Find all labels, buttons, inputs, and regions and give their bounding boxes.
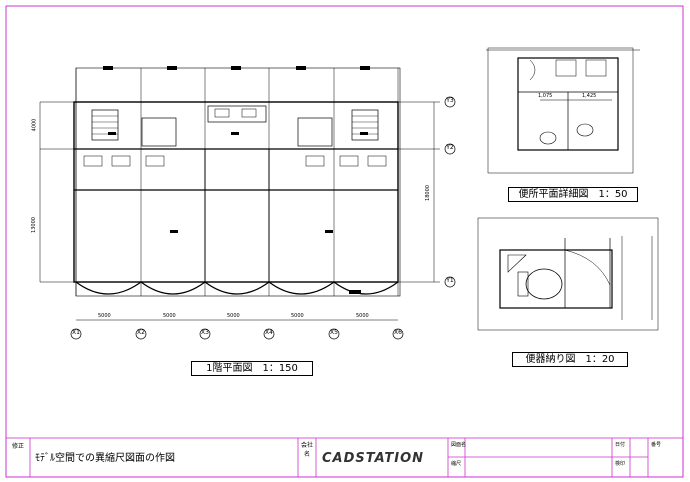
booth	[499, 249, 613, 309]
toilet-plan	[486, 47, 640, 174]
tb-field-drawing-name: 図面名	[451, 442, 467, 448]
tb-drawing-title: ﾓﾃﾞﾙ空間での異縮尺図面の作図	[35, 453, 175, 464]
kitchen-center	[207, 105, 267, 123]
caption-plan-1f: 1階平面図 1：150	[191, 361, 313, 376]
bay-arch-4	[268, 281, 335, 295]
bay-arch-2	[140, 281, 206, 295]
caption-toilet-plan: 便所平面詳細図 1：50	[508, 187, 638, 202]
axis-label-y3: Y3	[446, 97, 454, 104]
tb-field-number: 番号	[651, 442, 662, 448]
axis-label-x2: X2	[137, 329, 145, 336]
tb-brand-logo: CADSTATION	[322, 451, 425, 466]
plan-outline	[73, 101, 399, 283]
stair-left	[91, 109, 119, 141]
tb-field-check: 検印	[615, 461, 626, 467]
plan-1f	[39, 66, 440, 321]
dim-left-lower: 13000	[30, 217, 37, 233]
tb-company-label: 会社名	[300, 442, 313, 458]
bay-arch-3	[204, 281, 270, 295]
bay-arch-5	[333, 281, 399, 295]
toilet-layout-frame	[477, 217, 659, 331]
caption-toilet-layout: 便器納り図 1：20	[512, 352, 628, 367]
dim-bottom-2: 5000	[163, 313, 176, 319]
axis-label-y2: Y2	[446, 144, 454, 151]
axis-bubbles	[70, 96, 456, 340]
dim-bottom-5: 5000	[356, 313, 369, 319]
column-marks	[103, 66, 370, 294]
bay-arch-1	[75, 281, 142, 295]
dim-bottom-3: 5000	[227, 313, 240, 319]
toilet-layout	[477, 217, 659, 331]
dim-right: 18000	[424, 185, 431, 201]
tb-field-scale: 縮尺	[451, 461, 462, 467]
toilet-dim-2: 1,425	[582, 93, 597, 99]
sheet-border	[5, 5, 684, 478]
tb-revision-label: 修正	[12, 443, 25, 450]
dim-bottom-1: 5000	[98, 313, 111, 319]
axis-label-y1: Y1	[446, 277, 454, 284]
axis-label-x1: X1	[72, 329, 80, 336]
axis-label-x5: X5	[330, 329, 338, 336]
axis-label-x3: X3	[201, 329, 209, 336]
dim-left-upper: 4000	[31, 118, 38, 132]
title-block	[5, 437, 684, 478]
stair-right	[351, 109, 379, 141]
wc-right	[297, 117, 333, 147]
tb-field-date: 日付	[615, 442, 626, 448]
toilet-dim-1: 1,075	[538, 93, 553, 99]
toilet-plan-frame	[487, 47, 634, 174]
seating-row	[83, 155, 387, 167]
dim-bottom-4: 5000	[291, 313, 304, 319]
wc-left	[141, 117, 177, 147]
axis-label-x6: X6	[394, 329, 402, 336]
axis-label-x4: X4	[265, 329, 273, 336]
